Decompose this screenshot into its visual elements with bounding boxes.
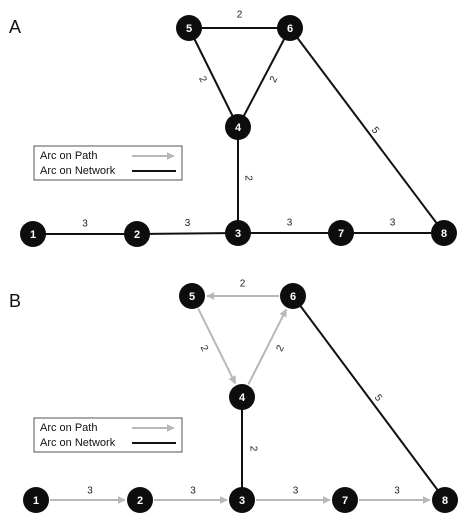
edge-weight-label: 2: [237, 10, 243, 21]
node-label: 6: [290, 291, 296, 303]
legend-network-label: Arc on Network: [40, 165, 116, 177]
edge-weight-label: 3: [394, 486, 400, 497]
edge-weight-label: 3: [287, 218, 293, 229]
node-2-panel-b: 2: [127, 487, 153, 513]
legend-path-label: Arc on Path: [40, 150, 97, 162]
edge-5-4-panel-b: [197, 308, 237, 385]
edge-5-4-panel-a: [188, 27, 239, 128]
edge-weight-label: 3: [293, 486, 299, 497]
edge-weight-label: 2: [240, 279, 246, 290]
node-label: 7: [342, 495, 348, 507]
panel-label: A: [9, 17, 21, 37]
edge-weight-label: 5: [369, 125, 381, 136]
node-6-panel-a: 6: [277, 15, 303, 41]
node-1-panel-a: 1: [20, 221, 46, 247]
node-label: 1: [33, 495, 39, 507]
edge-6-4-panel-a: [237, 27, 291, 128]
panel-label: B: [9, 291, 21, 311]
node-6-panel-b: 6: [280, 283, 306, 309]
edge-weight-label: 3: [82, 219, 88, 230]
edge-weight-label: 3: [185, 218, 191, 229]
edge-weight-label: 2: [196, 75, 209, 85]
edge-weight-label: 2: [198, 344, 211, 354]
node-1-panel-b: 1: [23, 487, 49, 513]
node-4-panel-b: 4: [229, 384, 255, 410]
edge-weight-label: 5: [372, 393, 384, 404]
node-3-panel-b: 3: [229, 487, 255, 513]
legend-network-label: Arc on Network: [40, 437, 116, 449]
node-8-panel-a: 8: [431, 220, 457, 246]
edge-6-8-panel-a: [289, 27, 445, 234]
node-label: 4: [235, 122, 242, 134]
edge-weight-label: 2: [247, 446, 258, 452]
edge-weight-label: 3: [190, 486, 196, 497]
node-5-panel-a: 5: [176, 15, 202, 41]
node-label: 3: [235, 228, 241, 240]
edge-6-8-panel-b: [292, 295, 446, 501]
node-7-panel-b: 7: [332, 487, 358, 513]
node-label: 3: [239, 495, 245, 507]
edge-weight-label: 3: [390, 218, 396, 229]
edge-2-3-panel-a: [136, 232, 239, 235]
node-label: 4: [239, 392, 246, 404]
node-label: 5: [186, 23, 192, 35]
legend-path-label: Arc on Path: [40, 422, 97, 434]
node-label: 2: [134, 229, 140, 241]
node-label: 8: [441, 228, 447, 240]
edge-weight-label: 2: [242, 175, 253, 181]
node-4-panel-a: 4: [225, 114, 251, 140]
node-2-panel-a: 2: [124, 221, 150, 247]
node-label: 6: [287, 23, 293, 35]
node-label: 5: [189, 291, 195, 303]
edge-weight-label: 2: [274, 343, 287, 353]
node-label: 8: [442, 495, 448, 507]
node-7-panel-a: 7: [328, 220, 354, 246]
node-label: 7: [338, 228, 344, 240]
node-label: 1: [30, 229, 36, 241]
node-8-panel-b: 8: [432, 487, 458, 513]
node-5-panel-b: 5: [179, 283, 205, 309]
edge-4-6-panel-b: [247, 308, 288, 385]
edge-weight-label: 2: [268, 74, 281, 84]
node-3-panel-a: 3: [225, 220, 251, 246]
edge-weight-label: 3: [87, 486, 93, 497]
node-label: 2: [137, 495, 143, 507]
